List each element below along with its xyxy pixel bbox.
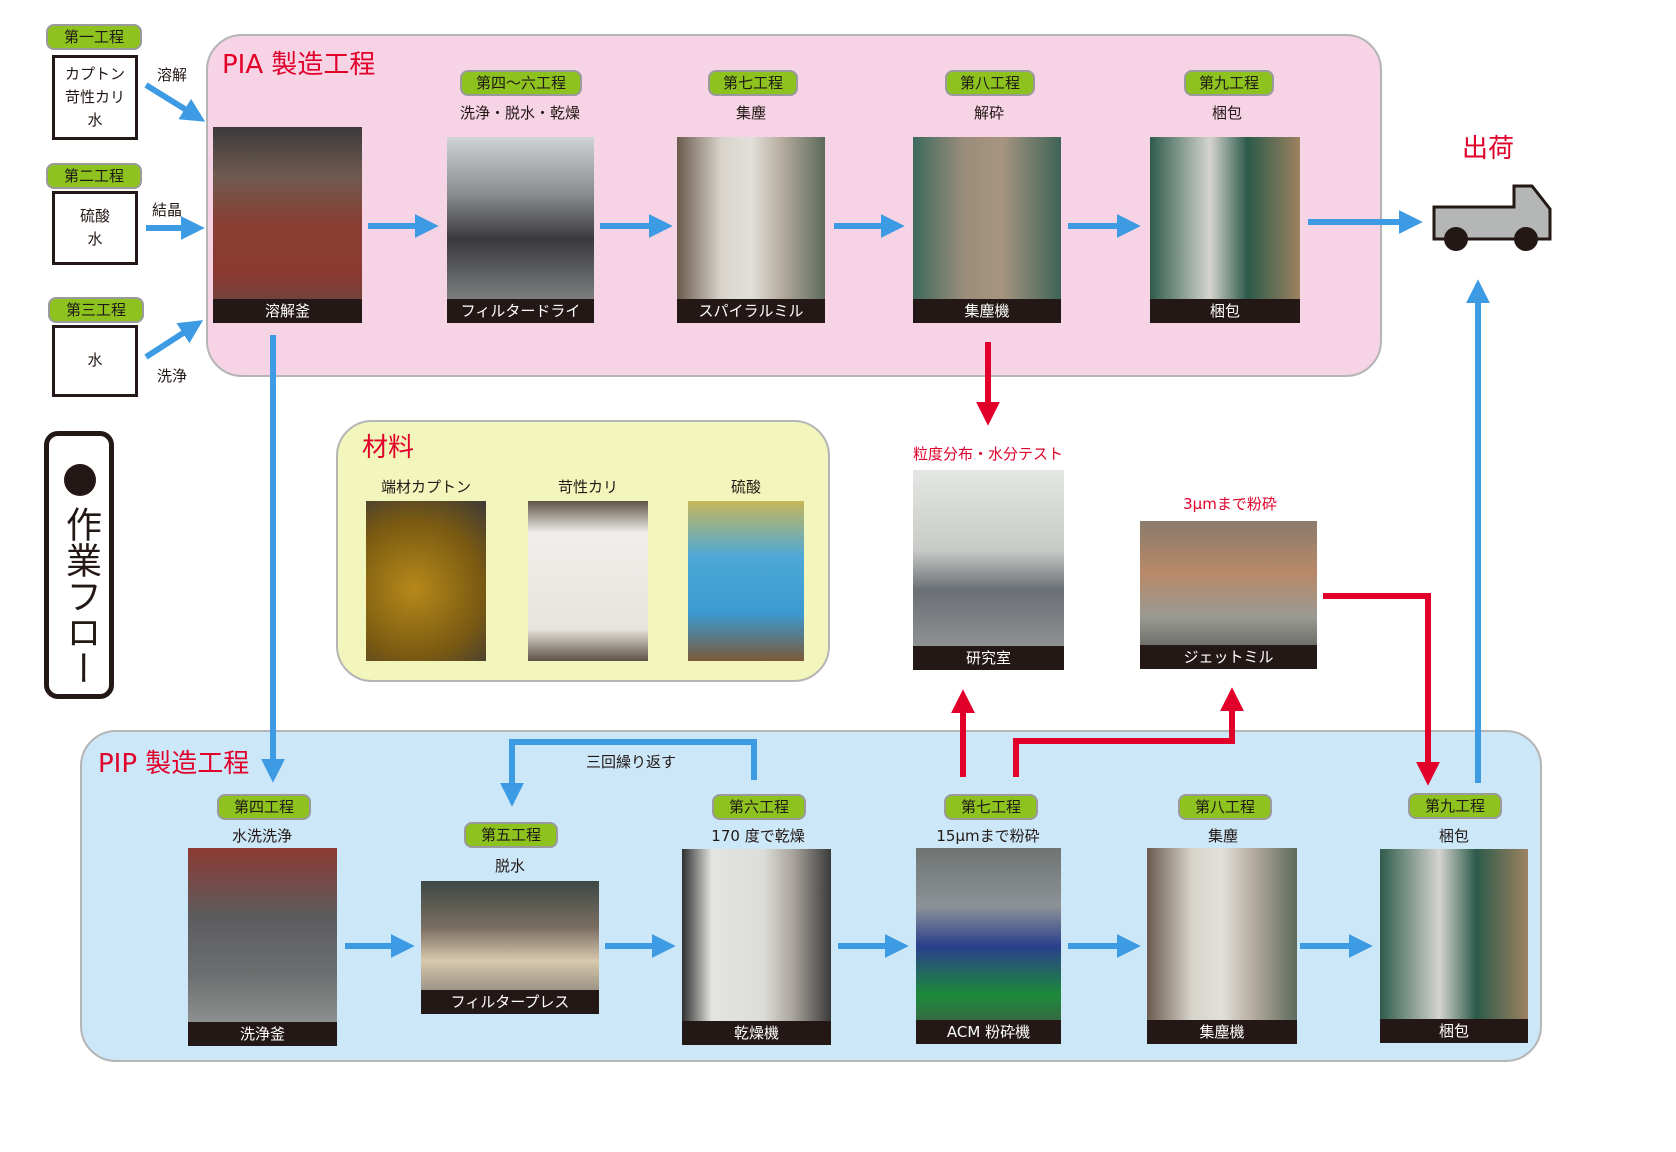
pip-title: PIP 製造工程 [98,749,250,779]
pip-step-tag: 第九工程 [1408,793,1502,819]
pia-caption: フィルタードライ [447,299,594,323]
pia-step-tag: 第九工程 [1184,70,1274,96]
pia-photo-spiral-mill: スパイラルミル [677,137,825,323]
jetmill-photo: ジェットミル [1140,521,1317,669]
lab-photo: 研究室 [913,470,1064,670]
pip-step-desc: 梱包 [1438,827,1469,845]
material-label: 端材カプトン [380,478,471,496]
input-2-line: 硫酸 [79,206,110,225]
lab-caption: 研究室 [913,646,1064,670]
pip-step-desc: 水洗洗浄 [231,827,292,845]
pia-caption: スパイラルミル [677,299,825,323]
input-3-line: 水 [87,351,103,370]
pia-step-desc: 解砕 [973,104,1004,122]
input-action-2: 結晶 [152,201,183,219]
materials-title: 材料 [362,433,415,463]
input-box-2: 硫酸水 [52,191,138,265]
pia-caption: 梱包 [1150,299,1300,323]
pip-step-desc: 15μmまで粉砕 [936,827,1040,845]
loop-label: 三回繰り返す [586,753,677,771]
input-2-line: 水 [87,230,103,248]
pip-photo-dryer: 乾燥機 [682,849,831,1045]
input-1-line: カプトン [64,64,125,83]
shipping-label: 出荷 [1462,134,1515,164]
work-flow-title-box: 作業フロー [44,431,114,699]
input-step-tag-1: 第一工程 [46,24,142,50]
pia-step-tag: 第四〜六工程 [460,70,582,96]
pia-step-desc: 洗浄・脱水・乾燥 [459,104,580,122]
pia-step-tag: 第七工程 [708,70,798,96]
arrow-input-1 [144,82,206,122]
pia-photo-dissolution-tank: 溶解釜 [213,127,362,323]
pip-step-tag: 第六工程 [712,794,806,820]
pia-step-tag: 第八工程 [945,70,1035,96]
pia-photo-dust-collector: 集塵機 [913,137,1061,323]
pip-caption: 乾燥機 [682,1021,831,1045]
pia-caption: 溶解釜 [213,299,362,323]
input-box-1: カプトン苛性カリ水 [52,55,138,140]
pia-photo-packing: 梱包 [1150,137,1300,323]
pip-photo-packing: 梱包 [1380,849,1528,1043]
pip-photo-filter-press: フィルタープレス [421,881,599,1014]
pia-caption: 集塵機 [913,299,1061,323]
truck-icon [1432,183,1552,253]
pia-photo-filter-dry: フィルタードライ [447,137,594,323]
jetmill-caption: ジェットミル [1140,645,1317,669]
material-photo-kapton [366,501,486,661]
material-photo-potassium-hydroxide [528,501,648,661]
pia-title: PIA 製造工程 [222,50,376,80]
input-step-tag-3: 第三工程 [48,297,144,323]
pip-photo-acm-mill: ACM 粉砕機 [916,848,1061,1044]
pip-caption: 洗浄釜 [188,1022,337,1046]
input-box-3: 水 [52,325,138,397]
pip-caption: ACM 粉砕機 [916,1020,1061,1044]
pip-step-tag: 第七工程 [944,794,1038,820]
pia-step-desc: 集塵 [735,104,766,122]
pip-step-desc: 脱水 [494,857,525,875]
pip-step-tag: 第四工程 [217,794,311,820]
arrow-input-3 [144,320,204,360]
pip-step-tag: 第五工程 [464,822,558,848]
work-flow-title: 作業フロー [60,506,101,686]
input-action-1: 溶解 [157,66,188,84]
pip-caption: フィルタープレス [421,990,599,1014]
pip-step-tag: 第八工程 [1178,794,1272,820]
input-step-tag-2: 第二工程 [46,163,142,189]
material-photo-sulfuric-acid [688,501,804,661]
pip-caption: 梱包 [1380,1019,1528,1043]
pip-photo-dust-collector: 集塵機 [1147,848,1297,1044]
material-label: 苛性カリ [557,478,618,496]
pip-step-desc: 170 度で乾燥 [711,827,805,845]
material-label: 硫酸 [730,478,761,496]
pip-photo-washing-tank: 洗浄釜 [188,848,337,1046]
jetmill-desc: 3μmまで粉砕 [1183,495,1277,513]
pip-caption: 集塵機 [1147,1020,1297,1044]
lab-desc: 粒度分布・水分テスト [912,445,1063,463]
pia-step-desc: 梱包 [1211,104,1242,122]
input-1-line: 苛性カリ [64,87,125,106]
pip-step-desc: 集塵 [1207,827,1238,845]
input-1-line: 水 [87,111,103,130]
bullet-icon [64,464,96,496]
input-action-3: 洗浄 [157,367,188,385]
